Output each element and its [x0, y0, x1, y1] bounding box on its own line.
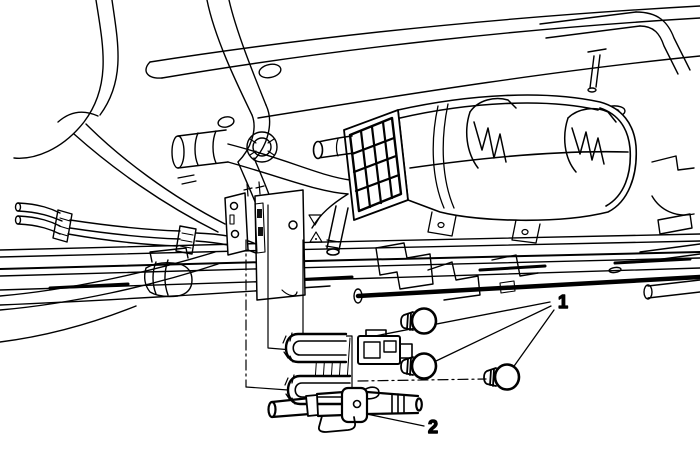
grommet-retainer-2 [400, 352, 438, 380]
valve-connector [357, 329, 413, 365]
callout-2-label: 2 [428, 417, 438, 437]
mounting-bracket [224, 181, 323, 301]
evap-canister [312, 94, 638, 256]
leader-lines [245, 204, 487, 391]
pipe-loop-assembly [267, 329, 423, 433]
grommet-retainers [400, 307, 521, 391]
canister-grid-cap [343, 109, 409, 221]
grommet-retainer-1 [400, 307, 438, 335]
grommet-retainer-3 [483, 363, 521, 391]
canister-strap-clip [563, 107, 617, 173]
canister-inlet-stub [312, 135, 355, 160]
canister-strap-clip [465, 97, 517, 169]
vehicle-underbody [0, 0, 700, 343]
callout-1-label: 1 [558, 292, 568, 312]
callout-2-line [361, 412, 425, 427]
callout-1-lines [374, 301, 555, 370]
purge-valve [267, 386, 423, 433]
